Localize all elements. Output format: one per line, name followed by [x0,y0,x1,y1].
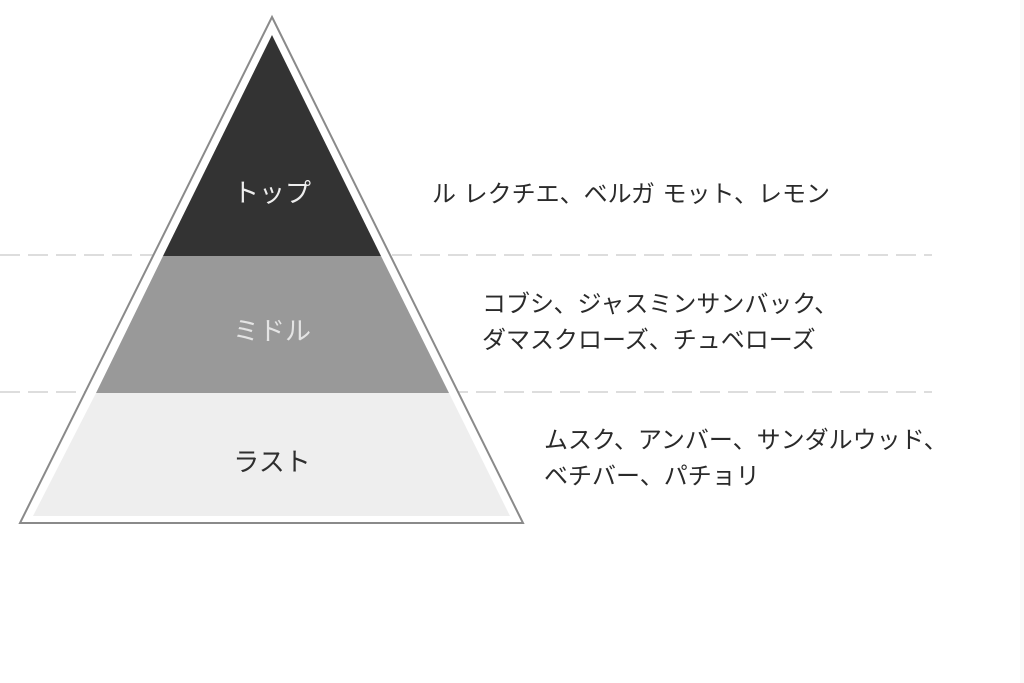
top-notes: ル レクチエ、ベルガ モット、レモン [432,176,830,212]
middle-notes: コブシ、ジャスミンサンバック、 ダマスクローズ、チュベローズ [482,286,838,358]
middle-notes-line: ダマスクローズ、チュベローズ [482,326,816,354]
tier-middle-shape [96,256,449,393]
base-notes-line: ムスク、アンバー、サンダルウッド、 [544,426,948,454]
page-edge [1020,0,1024,683]
top-notes-line: ル レクチエ、ベルガ モット、レモン [432,180,831,208]
base-notes-line: ベチバー、パチョリ [544,462,760,490]
middle-notes-line: コブシ、ジャスミンサンバック、 [482,290,839,318]
tier-label-base: ラスト [233,448,311,478]
tier-label-middle: ミドル [232,317,311,347]
base-notes: ムスク、アンバー、サンダルウッド、 ベチバー、パチョリ [544,422,948,494]
tier-base-shape [33,393,510,516]
tier-top-shape [163,35,381,256]
tier-label-top: トップ [232,179,311,209]
